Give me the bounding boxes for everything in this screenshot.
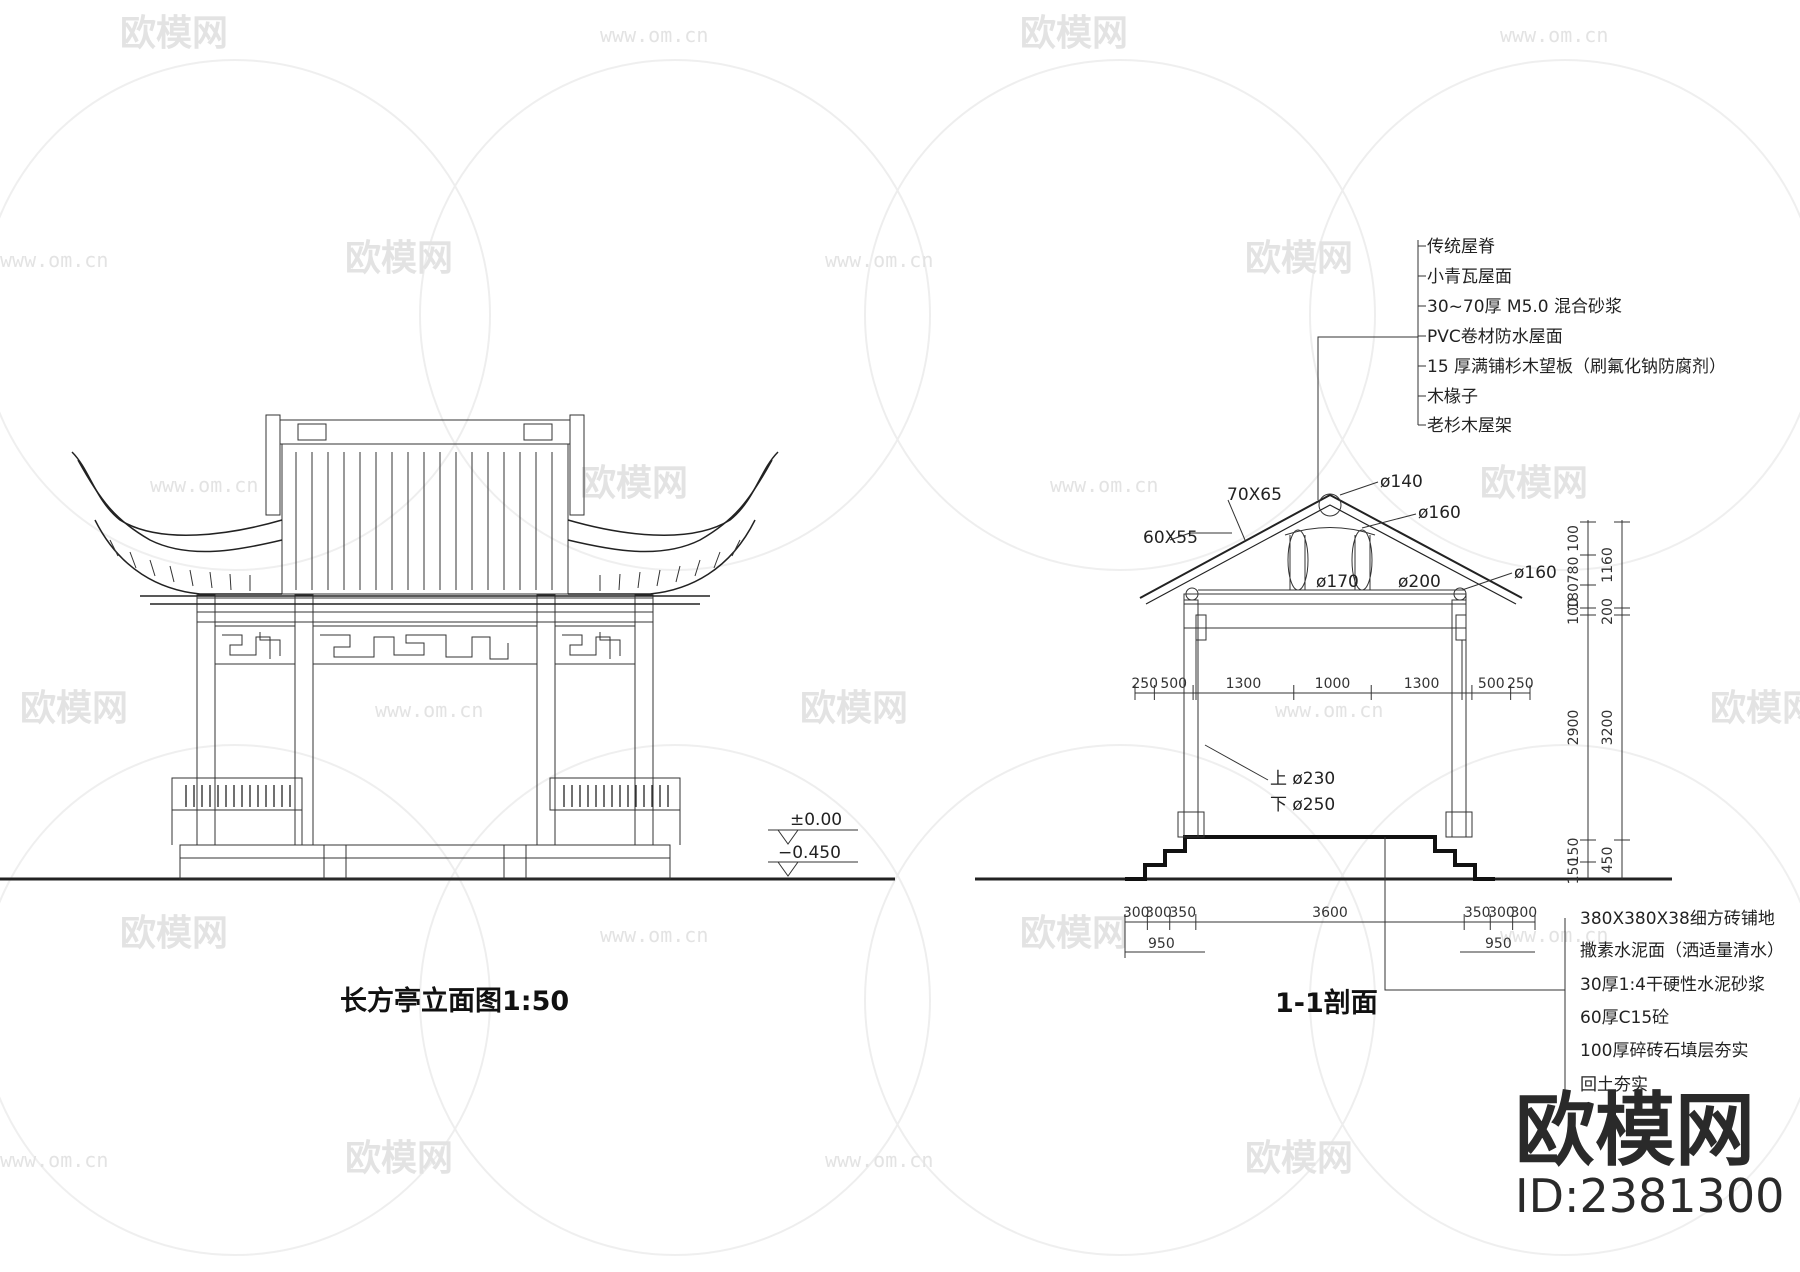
dim-label: 1300 [1226, 676, 1262, 692]
dim-label: 150 [1566, 838, 1582, 865]
roof-layer-label: 老杉木屋架 [1427, 416, 1512, 436]
watermark-url: www.om.cn [1500, 923, 1608, 947]
floor-layer-label: 100厚碎砖石填层夯实 [1580, 1041, 1748, 1061]
dim-label: 200 [1600, 598, 1616, 625]
section-drawing: 传统屋脊 小青瓦屋面 30~70厚 M5.0 混合砂浆 PVC卷材防水屋面 15… [975, 237, 1784, 1100]
dim-label: 450 [1600, 847, 1616, 874]
watermark-url: www.om.cn [825, 248, 933, 272]
dim-label: 500 [1478, 676, 1505, 692]
watermark-brand: 欧模网 [1020, 13, 1128, 54]
watermark-brand: 欧模网 [120, 13, 228, 54]
dim-label: 1000 [1315, 676, 1351, 692]
watermark-url: www.om.cn [0, 248, 108, 272]
watermark-url: www.om.cn [375, 698, 483, 722]
dim-label: 150 [1566, 858, 1582, 885]
dim-label: 3600 [1312, 905, 1348, 921]
level-bottom-label: −0.450 [778, 843, 841, 863]
watermark-brand: 欧模网 [1480, 463, 1588, 504]
section-title: 1-1剖面 [1275, 987, 1378, 1019]
watermark-url: www.om.cn [825, 1148, 933, 1172]
dim-label: 300 [1510, 905, 1537, 921]
dim-label: 780 [1566, 557, 1582, 584]
floor-layer-label: 回土夯实 [1580, 1075, 1648, 1095]
dim-label: 1160 [1600, 547, 1616, 583]
watermark-brand: 欧模网 [1245, 1138, 1353, 1179]
roof-layer-label: 小青瓦屋面 [1427, 267, 1512, 287]
elevation-drawing: ±0.00 −0.450 长方亭立面图1:50 [0, 414, 895, 1017]
member-label: 60X55 [1143, 528, 1198, 548]
level-top-label: ±0.00 [790, 810, 842, 830]
dim-label: 300 [1145, 905, 1172, 921]
watermark-brand: 欧模网 [1020, 913, 1128, 954]
member-label: ø160 [1418, 503, 1461, 523]
dim-label: 250 [1507, 676, 1534, 692]
member-label: 下 ø250 [1270, 795, 1335, 815]
roof-layer-label: PVC卷材防水屋面 [1427, 327, 1563, 347]
member-label: 上 ø230 [1270, 769, 1335, 789]
watermark-url: www.om.cn [600, 923, 708, 947]
watermark-brand: 欧模网 [580, 463, 688, 504]
dim-label: 3200 [1600, 710, 1616, 746]
dim-label: 300 [1123, 905, 1150, 921]
member-label: ø200 [1398, 572, 1441, 592]
elevation-title: 长方亭立面图1:50 [340, 985, 569, 1017]
member-label: 70X65 [1227, 485, 1282, 505]
dim-label: 100 [1566, 525, 1582, 552]
dim-label: 100 [1566, 598, 1582, 625]
brand-id: ID:2381300 [1515, 1169, 1784, 1223]
watermark-layer: 欧模网欧模网欧模网欧模网欧模网欧模网欧模网欧模网欧模网欧模网欧模网欧模网欧模网w… [0, 13, 1800, 1256]
dim-label: 250 [1131, 676, 1158, 692]
member-label: ø140 [1380, 472, 1423, 492]
floor-layer-label: 撒素水泥面（洒适量清水） [1580, 941, 1784, 961]
dim-label: 950 [1485, 936, 1512, 952]
floor-layer-label: 60厚C15砼 [1580, 1008, 1669, 1028]
roof-layer-label: 传统屋脊 [1427, 237, 1495, 257]
roof-layer-label: 木椽子 [1427, 387, 1478, 407]
member-label: ø170 [1316, 572, 1359, 592]
watermark-url: www.om.cn [1050, 473, 1158, 497]
watermark-url: www.om.cn [600, 23, 708, 47]
watermark-brand: 欧模网 [1710, 688, 1800, 729]
watermark-brand: 欧模网 [345, 1138, 453, 1179]
dim-label: 950 [1148, 936, 1175, 952]
watermark-brand: 欧模网 [800, 688, 908, 729]
dim-label: 300 [1488, 905, 1515, 921]
roof-layer-label: 15 厚满铺杉木望板（刷氟化钠防腐剂） [1427, 357, 1726, 377]
watermark-brand: 欧模网 [120, 913, 228, 954]
watermark-url: www.om.cn [0, 1148, 108, 1172]
watermark-url: www.om.cn [1500, 23, 1608, 47]
watermark-url: www.om.cn [150, 473, 258, 497]
floor-layer-label: 380X380X38细方砖铺地 [1580, 909, 1775, 929]
watermark-brand: 欧模网 [1245, 238, 1353, 279]
dim-label: 500 [1160, 676, 1187, 692]
dim-label: 350 [1169, 905, 1196, 921]
brand-name: 欧模网 [1515, 1084, 1755, 1177]
roof-layer-label: 30~70厚 M5.0 混合砂浆 [1427, 297, 1622, 317]
watermark-brand: 欧模网 [20, 688, 128, 729]
dim-label: 2900 [1566, 710, 1582, 746]
watermark-url: www.om.cn [1275, 698, 1383, 722]
dim-label: 350 [1464, 905, 1491, 921]
floor-layer-label: 30厚1:4干硬性水泥砂浆 [1580, 975, 1765, 995]
watermark-brand: 欧模网 [345, 238, 453, 279]
dim-label: 1300 [1404, 676, 1440, 692]
member-label: ø160 [1514, 563, 1557, 583]
dim-label: 180 [1566, 583, 1582, 610]
